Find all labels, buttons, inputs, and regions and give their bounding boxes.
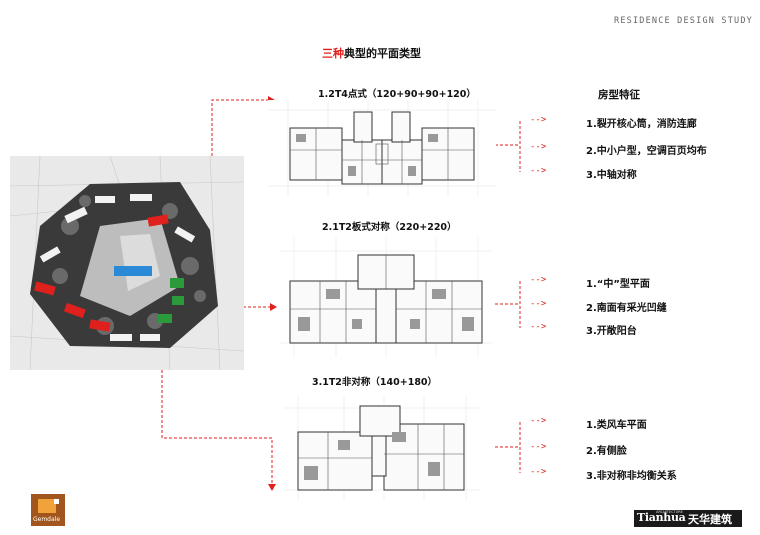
page-title-highlight: 三种 bbox=[322, 47, 344, 60]
feature-1-1: 1.裂开核心筒，消防连廊 bbox=[586, 119, 697, 130]
tianhua-logo: Tianhua ARCHITECTURE 天华建筑 bbox=[634, 510, 742, 527]
tianhua-logo-cn: 天华建筑 bbox=[688, 513, 732, 526]
arrow-icon: --> bbox=[530, 275, 547, 285]
arrow-icon: --> bbox=[530, 467, 547, 477]
arrowhead-icon bbox=[268, 484, 276, 491]
bracket-2 bbox=[495, 281, 521, 328]
feature-1-2: 2.中小户型，空调百页均布 bbox=[586, 146, 707, 157]
tianhua-logo-sub: ARCHITECTURE bbox=[656, 510, 683, 514]
header-tag: RESIDENCE DESIGN STUDY bbox=[614, 16, 753, 26]
arrow-icon: --> bbox=[530, 416, 547, 426]
plan-title-2: 2.1T2板式对称（220+220） bbox=[322, 222, 457, 233]
bracket-3 bbox=[495, 422, 521, 473]
logo-dot-icon bbox=[54, 499, 59, 504]
tianhua-logo-en: Tianhua bbox=[637, 511, 686, 524]
feature-3-2: 2.有侧脸 bbox=[586, 446, 627, 457]
floor-plan-2-image bbox=[280, 237, 492, 357]
floor-plan-1-image bbox=[268, 100, 496, 196]
page-title: 三种典型的平面类型 bbox=[322, 45, 421, 61]
features-heading: 房型特征 bbox=[598, 89, 640, 101]
arrow-icon: --> bbox=[530, 299, 547, 309]
gemdale-logo-text: Gemdale bbox=[33, 516, 61, 523]
page-title-rest: 典型的平面类型 bbox=[344, 47, 421, 60]
arrow-icon: --> bbox=[530, 115, 547, 125]
plan-title-1: 1.2T4点式（120+90+90+120） bbox=[318, 89, 476, 100]
feature-3-3: 3.非对称非均衡关系 bbox=[586, 471, 677, 482]
logo-square-icon bbox=[38, 499, 56, 513]
feature-2-3: 3.开敞阳台 bbox=[586, 326, 637, 337]
feature-1-3: 3.中轴对称 bbox=[586, 170, 637, 181]
gemdale-logo: Gemdale bbox=[31, 494, 65, 526]
arrow-icon: --> bbox=[530, 166, 547, 176]
arrowhead-icon bbox=[270, 303, 277, 311]
site-plan-image bbox=[10, 156, 244, 370]
arrow-icon: --> bbox=[530, 142, 547, 152]
feature-3-1: 1.类风车平面 bbox=[586, 420, 647, 431]
floor-plan-3-image bbox=[284, 396, 480, 500]
arrow-icon: --> bbox=[530, 322, 547, 332]
site-highlights bbox=[34, 214, 184, 332]
feature-2-1: 1.“中”型平面 bbox=[586, 279, 650, 290]
connector-site-plan-3 bbox=[161, 320, 273, 484]
plan-title-3: 3.1T2非对称（140+180） bbox=[312, 377, 438, 388]
bracket-1 bbox=[495, 121, 521, 172]
arrow-icon: --> bbox=[530, 442, 547, 452]
feature-2-2: 2.南面有采光凹缝 bbox=[586, 303, 667, 314]
